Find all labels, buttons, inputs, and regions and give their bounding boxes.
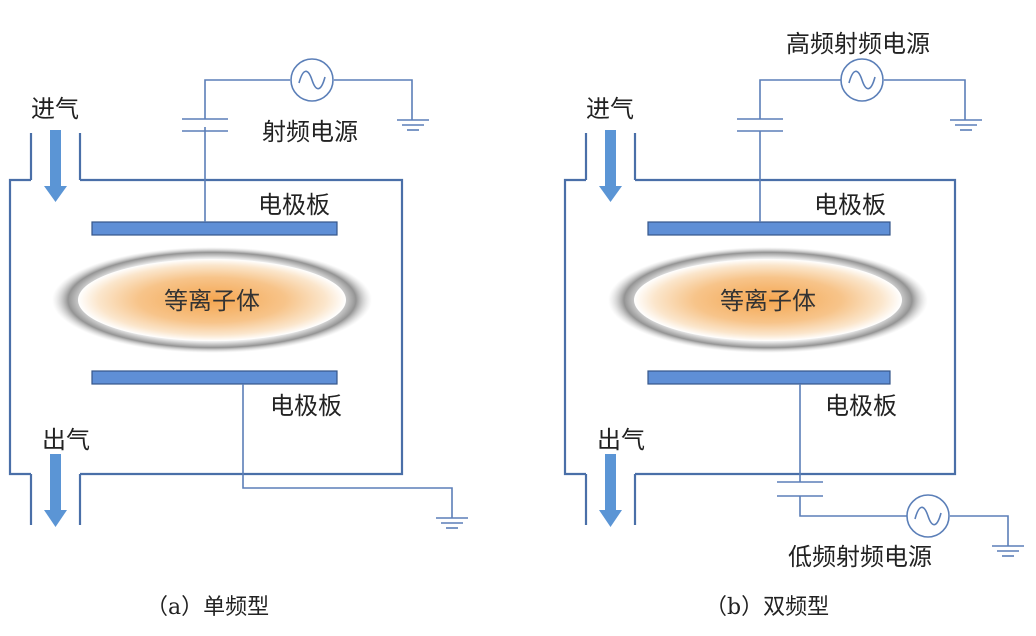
ground-icon-a-top — [397, 119, 429, 131]
rf-source-label-a: 射频电源 — [262, 118, 358, 146]
ground-icon-a-bottom — [436, 517, 468, 529]
bottom-electrode-label-b: 电极板 — [825, 392, 897, 420]
bottom-electrode-plate-b — [647, 370, 891, 385]
lf-circuit-b — [777, 384, 1009, 546]
lf-source-label-b: 低频射频电源 — [788, 543, 932, 571]
plasma-a — [52, 247, 372, 353]
top-electrode-plate-b — [647, 221, 891, 236]
panel-b: 进气 出气 高频射频电源 低频射频电源 电极板 电极板 等离子体 （b）双频型 — [563, 30, 1024, 620]
ground-icon-b-top — [950, 119, 982, 131]
gas-out-arrow-a — [44, 454, 67, 527]
gas-out-label-b: 出气 — [597, 426, 645, 454]
rf-source-icon-a — [290, 58, 334, 102]
caption-a: （a）单频型 — [146, 595, 269, 620]
lf-source-icon-b — [906, 494, 950, 538]
ground-icon-b-bottom — [992, 545, 1024, 557]
hf-source-icon-b — [840, 58, 884, 102]
top-electrode-label-b: 电极板 — [814, 191, 886, 219]
top-electrode-label-a: 电极板 — [258, 191, 330, 219]
plasma-label-a: 等离子体 — [164, 287, 260, 315]
caption-b: （b）双频型 — [705, 595, 829, 620]
gas-out-label-a: 出气 — [42, 426, 90, 454]
gas-in-label-a: 进气 — [31, 95, 79, 123]
top-electrode-plate-a — [91, 221, 338, 236]
hf-circuit-b — [737, 79, 966, 222]
gas-in-arrow-b — [599, 130, 622, 202]
plasma-b — [608, 247, 928, 353]
chamber-a — [8, 133, 404, 525]
gas-in-arrow-a — [44, 130, 67, 202]
ground-path-a-bottom — [242, 384, 453, 518]
gas-in-label-b: 进气 — [586, 95, 634, 123]
bottom-electrode-label-a: 电极板 — [270, 392, 342, 420]
panel-a: 进气 出气 射频电源 电极板 电极板 等离子体 （a）单频型 — [8, 58, 468, 620]
hf-source-label-b: 高频射频电源 — [786, 30, 930, 58]
rf-circuit-a — [182, 79, 413, 222]
gas-out-arrow-b — [599, 454, 622, 527]
chamber-b — [563, 133, 957, 525]
bottom-electrode-plate-a — [91, 370, 338, 385]
plasma-label-b: 等离子体 — [720, 287, 816, 315]
